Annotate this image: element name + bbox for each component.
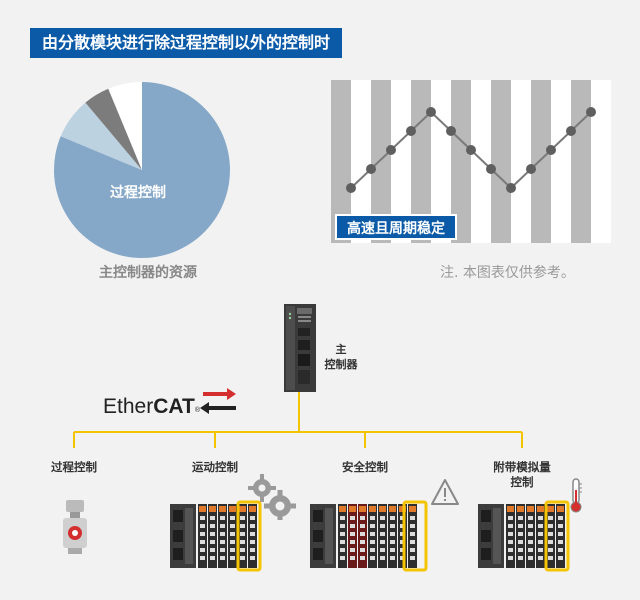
category-label-motion: 运动控制 [192, 460, 238, 474]
pie-slice-process [53, 82, 230, 258]
data-point [466, 145, 476, 155]
chart-stripe [471, 80, 491, 243]
pressure-transmitter-icon [60, 500, 90, 560]
chart-badge: 高速且周期稳定 [335, 214, 457, 240]
chart-stripe [391, 80, 411, 243]
ethercat-arrow-icon [203, 388, 236, 400]
highlight-frame [402, 500, 428, 572]
safety-io-module [310, 500, 428, 576]
chart-stripe [331, 80, 351, 243]
chart-stripe [451, 80, 471, 243]
data-point [366, 164, 376, 174]
data-point [346, 183, 356, 193]
main-controller-label: 主 控制器 [324, 343, 358, 371]
warning-icon [430, 478, 460, 510]
chart-stripe [371, 80, 391, 243]
highlight-frame [544, 500, 570, 572]
data-point [586, 107, 596, 117]
chart-stripe [531, 80, 551, 243]
pie-slice-dark [85, 88, 142, 170]
svg-text:EtherCAT®: EtherCAT® [103, 395, 201, 418]
motion-io-module [170, 500, 262, 576]
data-point [406, 126, 416, 136]
chart-stripe [431, 80, 451, 243]
data-point [506, 183, 516, 193]
logo-reg: ® [195, 406, 201, 414]
chart-stripe [511, 80, 531, 243]
ethercat-logo: EtherCAT® [103, 386, 243, 426]
data-point [446, 126, 456, 136]
data-point [426, 107, 436, 117]
data-point [386, 145, 396, 155]
thermometer-icon [568, 478, 584, 518]
logo-text-cat: CAT [153, 395, 195, 418]
chart-stripe [491, 80, 511, 243]
category-label-safety: 安全控制 [342, 460, 388, 474]
data-point [486, 164, 496, 174]
chart-stripe [551, 80, 571, 243]
pie-center-label: 过程控制 [110, 185, 166, 201]
gears-icon [248, 474, 296, 524]
data-point [546, 145, 556, 155]
chart-stripe [591, 80, 611, 243]
network-tree [73, 392, 523, 448]
chart-stripe [571, 80, 591, 243]
resource-pie-chart: 过程控制 [52, 80, 232, 260]
note-text: 注. 本图表仅供参考。 [440, 265, 575, 281]
pie-slice-white [108, 81, 142, 170]
chart-stripe [351, 80, 371, 243]
data-point [566, 126, 576, 136]
highlight-frame [236, 500, 262, 572]
chart-stripe [411, 80, 431, 243]
category-label-analog: 附带模拟量 控制 [493, 460, 551, 489]
pie-slice-light [60, 102, 142, 170]
data-point [526, 164, 536, 174]
analog-io-module [478, 500, 570, 576]
main-controller [284, 304, 316, 396]
pie-caption: 主控制器的资源 [99, 265, 197, 281]
logo-text-ether: Ether [103, 395, 153, 418]
page-title: 由分散模块进行除过程控制以外的控制时 [30, 28, 343, 58]
category-label-process: 过程控制 [51, 460, 97, 474]
cycle-line-chart [331, 80, 611, 243]
